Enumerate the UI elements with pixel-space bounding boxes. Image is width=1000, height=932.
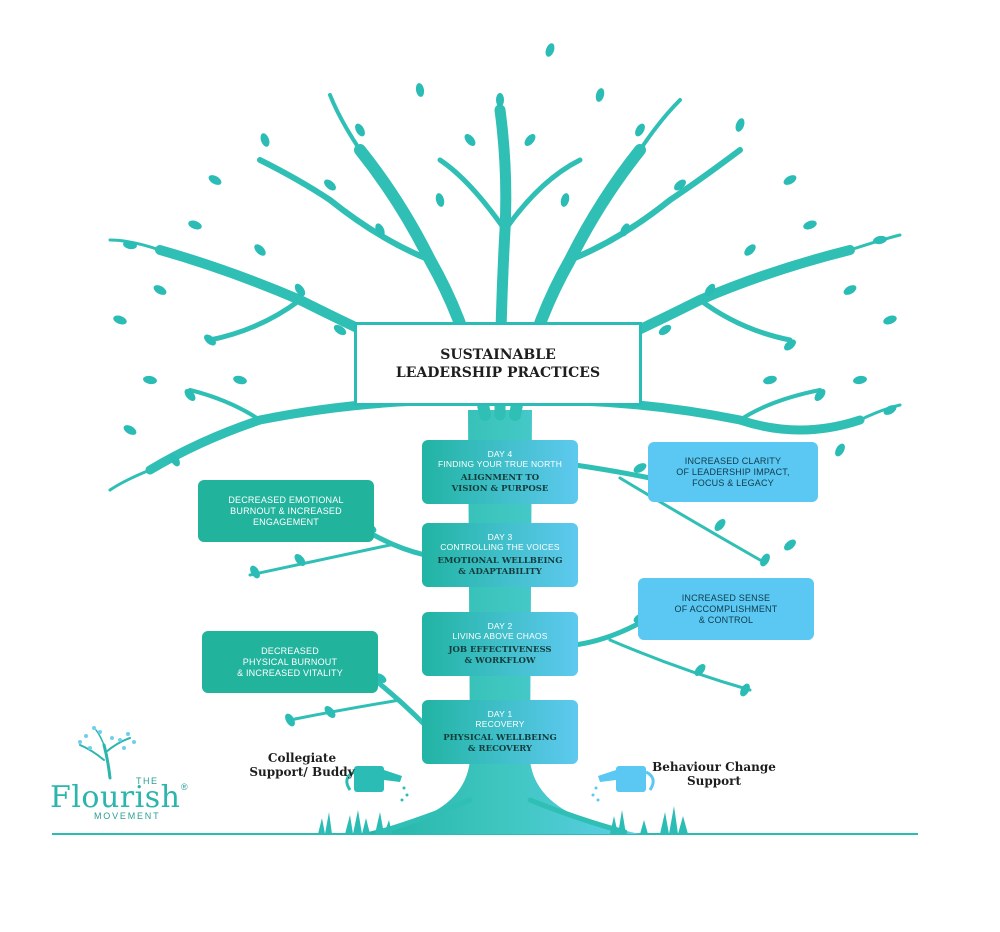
title-line-2: LEADERSHIP PRACTICES [395,365,601,381]
day2-focus-2: & WORKFLOW [464,656,536,666]
day1-box: DAY 1 RECOVERY PHYSICAL WELLBEING & RECO… [422,700,578,764]
day4-name: FINDING YOUR TRUE NORTH [437,459,563,469]
outcome-day1-line-2: PHYSICAL BURNOUT [242,656,338,667]
day3-label: DAY 3 [487,532,513,542]
day3-name: CONTROLLING THE VOICES [440,542,560,552]
logo-brand: Flourish [50,780,181,815]
outcome-day2-line-1: INCREASED SENSE [681,592,771,603]
tree-leaves [113,43,897,727]
outcome-day3-box: DECREASED EMOTIONAL BURNOUT & INCREASED … [198,480,374,542]
day3-focus-1: EMOTIONAL WELLBEING [437,556,563,566]
day4-label: DAY 4 [487,449,513,459]
support-left-line-1: Collegiate [267,751,337,765]
outcome-day2-box: INCREASED SENSE OF ACCOMPLISHMENT & CONT… [638,578,814,640]
day-box-backgrounds [422,440,578,764]
outcome-day2-line-3: & CONTROL [698,614,754,625]
outcome-day1-box: DECREASED PHYSICAL BURNOUT & INCREASED V… [202,631,378,693]
outcome-day4-line-3: FOCUS & LEGACY [692,477,774,488]
watering-can-left-icon [345,766,409,802]
day2-focus-1: JOB EFFECTIVENESS [448,645,552,655]
day2-box: DAY 2 LIVING ABOVE CHAOS JOB EFFECTIVENE… [422,612,578,676]
outcome-day4-line-1: INCREASED CLARITY [684,455,782,466]
outcome-day4-box: INCREASED CLARITY OF LEADERSHIP IMPACT, … [648,442,818,502]
title-line-1: SUSTAINABLE [440,347,556,363]
support-left-line-2: Support/ Buddy [249,765,355,779]
outcome-day3-line-1: DECREASED EMOTIONAL [228,494,344,505]
title-box: SUSTAINABLE LEADERSHIP PRACTICES [354,322,642,406]
logo-tree-icon [79,729,131,780]
day1-name: RECOVERY [475,719,525,729]
outcome-day3-line-2: BURNOUT & INCREASED [230,505,342,516]
day4-focus-2: VISION & PURPOSE [451,484,549,494]
day3-box: DAY 3 CONTROLLING THE VOICES EMOTIONAL W… [422,523,578,587]
flourish-logo: THE Flourish ® MOVEMENT [50,728,200,826]
day3-box-bg [422,523,578,587]
day4-box: DAY 4 FINDING YOUR TRUE NORTH ALIGNMENT … [422,440,578,504]
day1-focus-1: PHYSICAL WELLBEING [443,733,557,743]
day2-label: DAY 2 [487,621,513,631]
logo-the: THE [136,776,159,786]
logo-movement: MOVEMENT [94,811,161,821]
outcome-day1-line-3: & INCREASED VITALITY [237,667,343,678]
outcome-day2-line-2: OF ACCOMPLISHMENT [674,603,778,614]
day3-focus-2: & ADAPTABILITY [458,567,542,577]
outcome-day1-line-1: DECREASED [261,645,319,656]
day1-box-bg [422,700,578,764]
support-right-line-2: Support [686,774,742,788]
logo-registered: ® [181,782,188,792]
watering-can-right-icon [591,766,655,802]
grass-tufts [318,806,688,834]
day4-focus-1: ALIGNMENT TO [460,473,540,483]
outcome-day4-line-2: OF LEADERSHIP IMPACT, [676,466,790,477]
outcome-day3-line-3: ENGAGEMENT [252,516,319,527]
day2-name: LIVING ABOVE CHAOS [452,631,548,641]
day2-box-bg [422,612,578,676]
support-left-label: Collegiate Support/ Buddy [240,751,364,779]
day1-focus-2: & RECOVERY [467,744,533,754]
support-right-label: Behaviour Change Support [650,760,778,788]
day1-label: DAY 1 [487,709,513,719]
logo-tree-leaves [78,726,136,750]
day4-box-bg [422,440,578,504]
support-right-line-1: Behaviour Change [652,760,776,774]
